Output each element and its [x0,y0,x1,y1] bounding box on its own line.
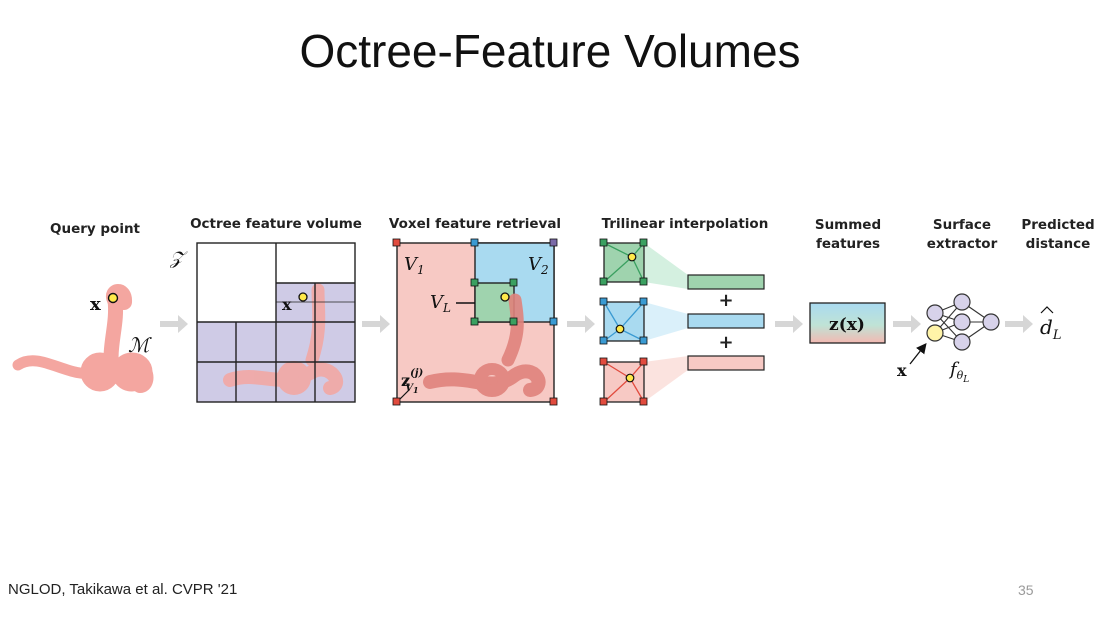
label-zx: z(x) [829,315,865,335]
label-x-mlp: x [897,361,907,380]
zV1-pointer-arrow [399,389,410,400]
page-number: 35 [1018,582,1034,598]
header-trilinear-interpolation: Trilinear interpolation [602,216,769,232]
header-voxel-feature-retrieval: Voxel feature retrieval [389,216,561,232]
label-d-hat: dL [1040,315,1061,343]
header-predicted-distance-1: Predicted [1021,217,1094,233]
mlp-network [926,293,1000,351]
feature-bar-green [687,274,765,290]
plus-sign-1: + [718,290,733,311]
header-surface-extractor-2: extractor [927,236,998,252]
x-input-arrow [909,342,927,365]
d-hat-caret [1040,306,1054,314]
header-summed-features-2: features [816,236,880,252]
arrow-6 [1005,315,1033,333]
mlp-input-node-1 [926,304,944,322]
arrow-4 [775,315,803,333]
flow-arrows [160,315,1033,333]
octree-query-point [298,292,308,302]
label-zV1: z(j)V1 [401,368,423,395]
header-surface-extractor-1: Surface [933,217,991,233]
arrow-5 [893,315,921,333]
label-x-query: x [90,294,101,315]
slide-title: Octree-Feature Volumes [299,25,801,77]
feature-bars [687,274,765,371]
label-Z: 𝒵 [169,248,188,269]
label-V2: V2 [528,254,549,277]
arrow-2 [362,315,390,333]
label-VL: VL [430,292,451,315]
mlp-input-node-2 [926,324,944,342]
octree-grid [196,242,356,403]
label-f-theta: fθL [948,359,969,385]
voxel-retrieval [392,238,558,406]
mlp-hidden-node-3 [953,333,971,351]
plus-sign-2: + [718,332,733,353]
feature-bar-blue [687,313,765,329]
header-octree-feature-volume: Octree feature volume [190,216,362,232]
label-x-octree: x [282,295,292,314]
feature-bar-red [687,355,765,371]
header-query-point: Query point [50,221,141,237]
snake-body-loops [80,352,153,392]
query-point-marker [107,292,119,304]
mlp-output-node [982,313,1000,331]
header-predicted-distance-2: distance [1026,236,1091,252]
trilinear-cells [599,238,688,406]
header-summed-features-1: Summed [815,217,881,233]
mlp-hidden-node-1 [953,293,971,311]
arrow-3 [567,315,595,333]
label-manifold-M: ℳ [128,333,152,357]
summed-feature-box [809,302,886,344]
label-V1: V1 [404,254,425,277]
citation-footer: NGLOD, Takikawa et al. CVPR '21 [8,581,238,598]
mlp-hidden-node-2 [953,313,971,331]
arrow-1 [160,315,188,333]
voxel-query-point [500,292,510,302]
